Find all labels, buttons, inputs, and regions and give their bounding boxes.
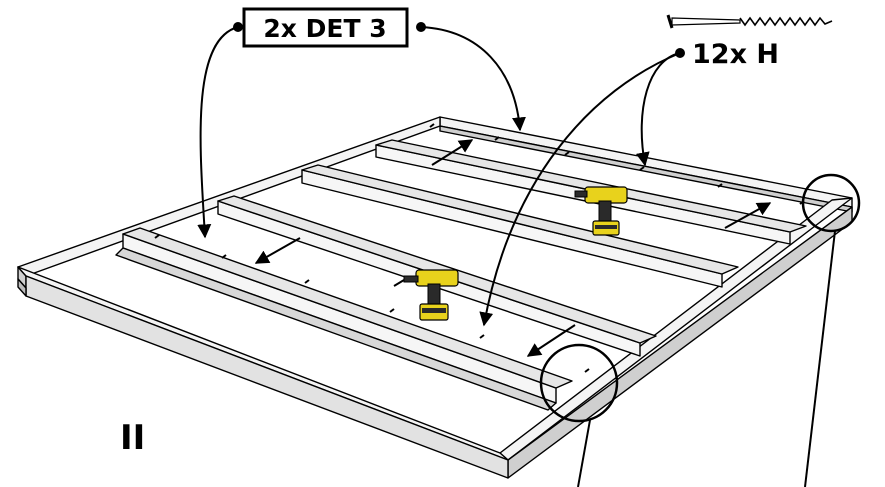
detail-leaders [577,230,836,487]
joist-4-top [375,139,807,233]
arrow-icon [724,202,772,229]
inner-beam [115,247,557,411]
screw-mark [564,151,570,156]
screw-icon [666,14,833,29]
arrow-icon [431,139,474,166]
drill-icon [574,186,628,236]
detail-circle-icon [539,343,619,423]
screw-mark [494,136,500,141]
part-label: 2x DET 3 [263,14,386,43]
screw-mark [717,183,723,188]
screw-label: 12x H [692,39,779,70]
part-label-box [242,7,409,48]
right-rail-side [507,206,853,479]
joist-3-top [301,164,739,275]
screw-mark [221,254,227,259]
screw-marks [154,123,805,373]
drill-icon [393,269,459,321]
screw-mark [154,234,160,239]
joist-1 [122,233,557,404]
screw-mark [479,334,485,339]
screw-callout: 12x H [479,14,833,327]
joist-1-top [122,227,573,389]
part-callout: 2x DET 3 [197,7,526,239]
screw-mark [639,166,645,171]
screw-mark [389,308,395,313]
screw-mark [584,368,590,373]
screw-mark [304,279,310,284]
motion-arrows [254,139,772,357]
detail-circle-icon [801,173,861,233]
arrow-icon [254,237,301,264]
front-rail-end [17,278,27,297]
screw-mark [429,123,435,128]
arrow-icon [526,324,576,357]
step-label: II [120,418,145,458]
